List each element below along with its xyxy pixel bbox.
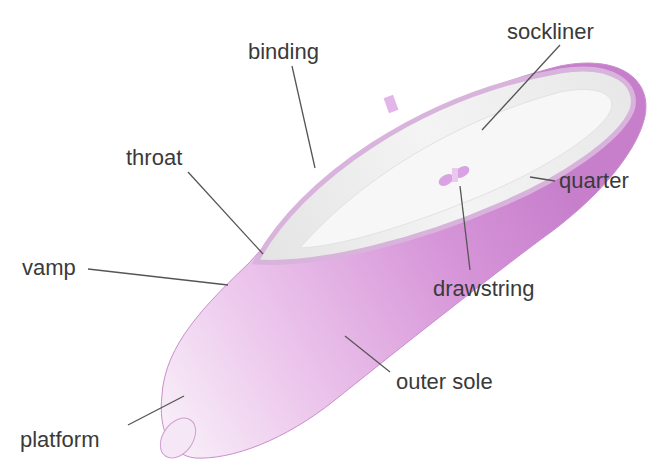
part-label: platform — [20, 428, 99, 452]
platform-tip — [153, 411, 203, 461]
part-label: quarter — [559, 169, 629, 193]
part-label: outer sole — [396, 370, 493, 394]
drawstring-knot — [437, 164, 472, 189]
part-label: sockliner — [507, 20, 594, 44]
leader-lines — [88, 45, 560, 425]
part-label: throat — [126, 146, 182, 170]
part-label: vamp — [22, 256, 76, 280]
binding-tab — [384, 95, 399, 113]
part-label: drawstring — [433, 277, 534, 301]
part-label: binding — [248, 40, 319, 64]
shoe-body — [161, 63, 646, 458]
shoe-opening — [256, 69, 633, 262]
